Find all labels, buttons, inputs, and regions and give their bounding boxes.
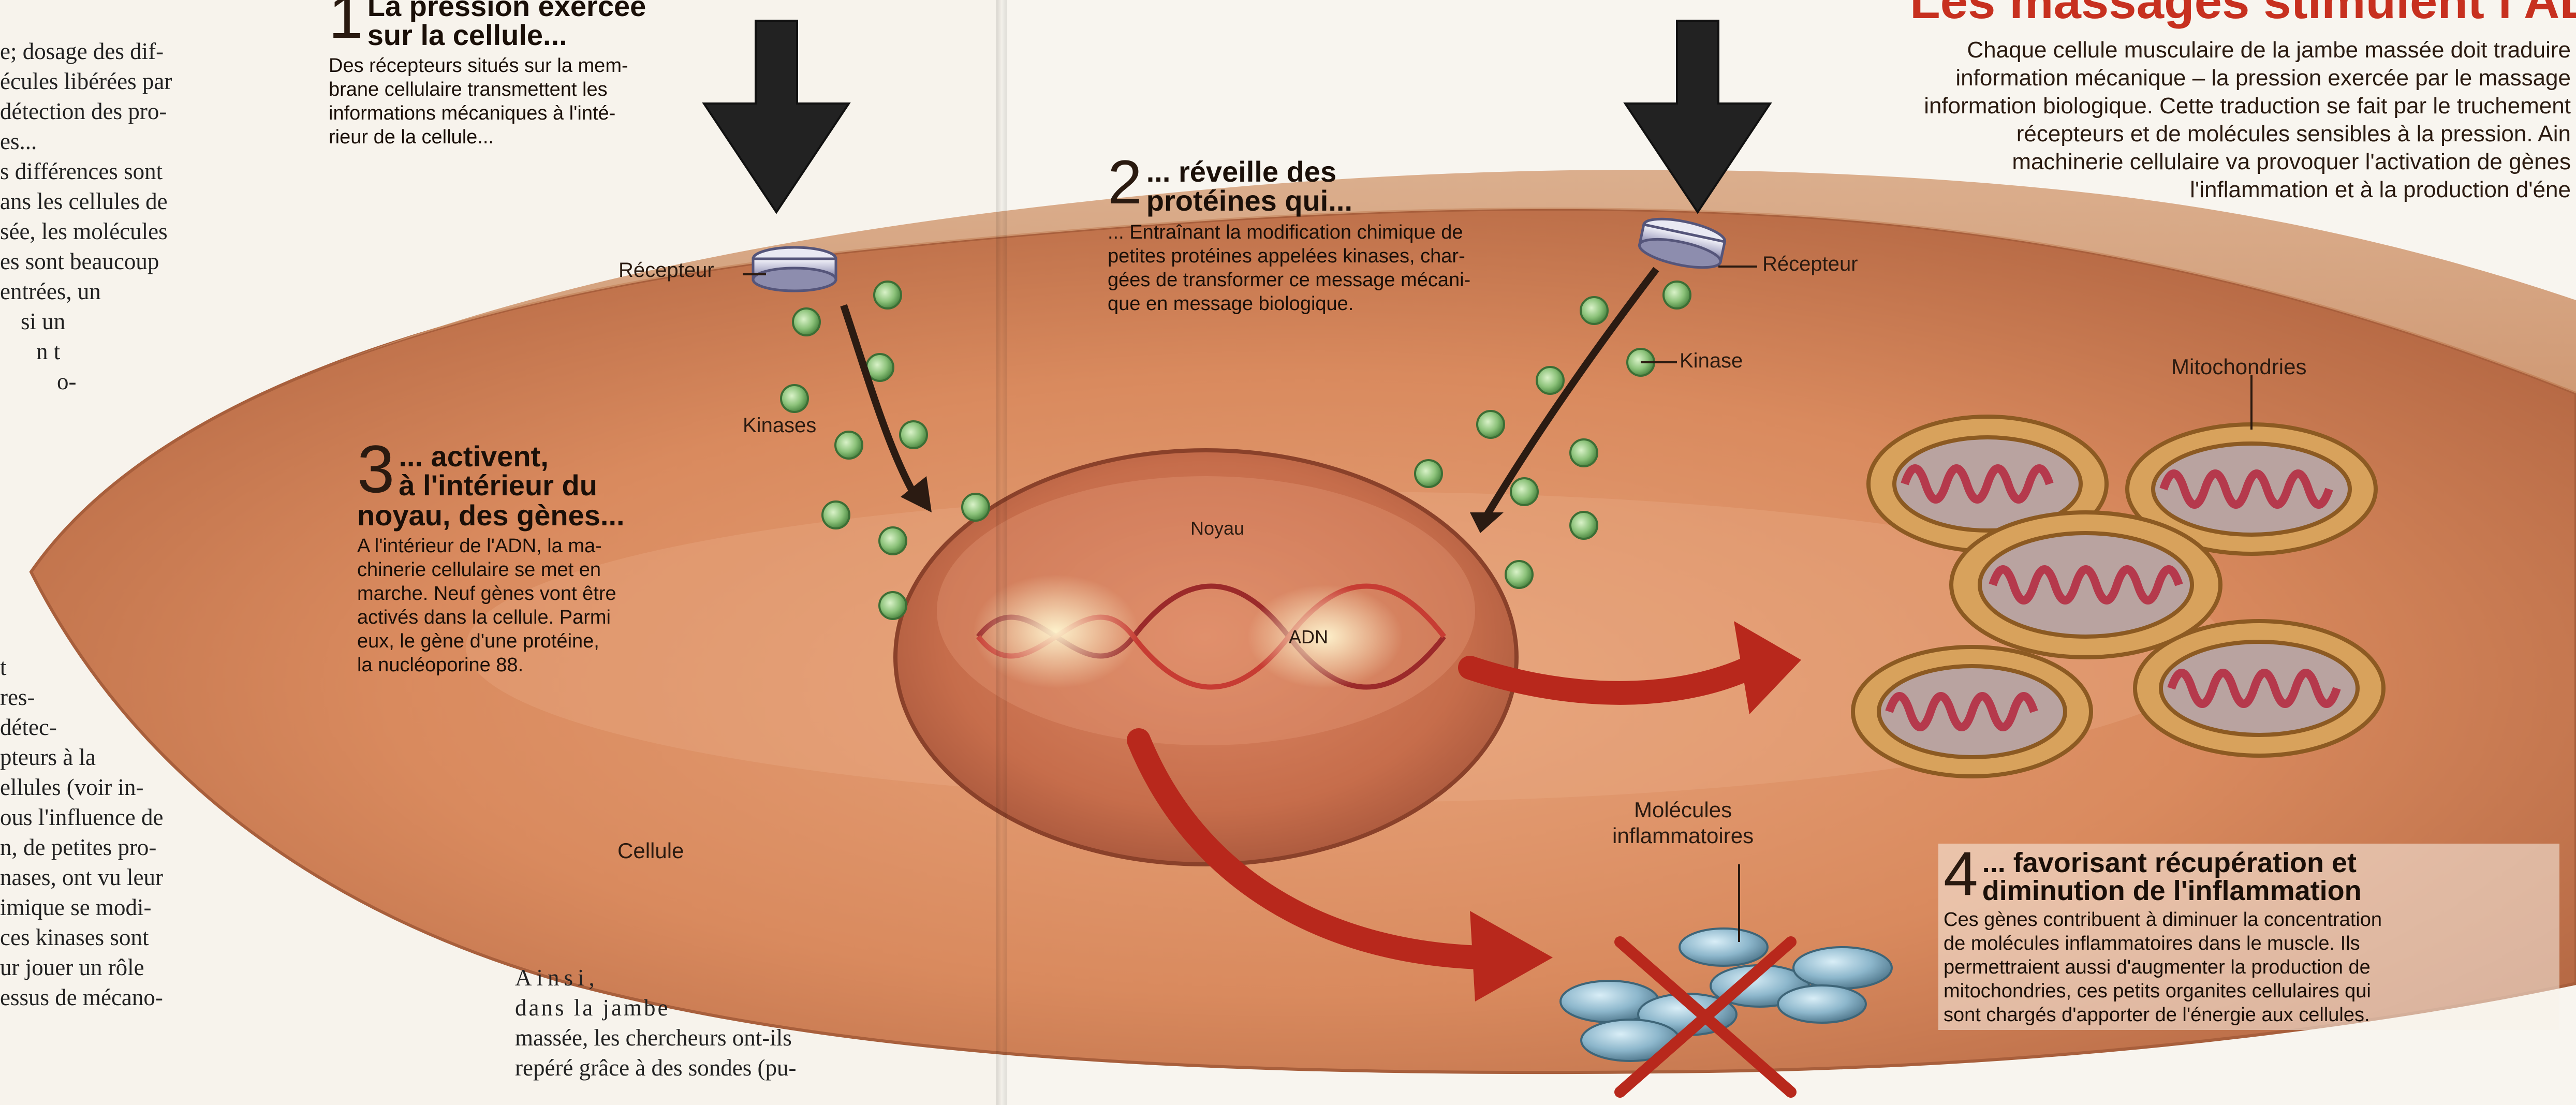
left-line: détection des pro- [0, 96, 238, 126]
step-body-line: mitochondries, ces petits organites cell… [1944, 979, 2554, 1003]
step-title-line: sur la cellule... [367, 21, 646, 50]
label-line: inflammatoires [1612, 823, 1754, 849]
left-line: si un [0, 306, 238, 336]
page-heading: Les massages stimulent l'ADN [1910, 0, 2576, 30]
step-1: 1 La pression exercée sur la cellule... … [329, 0, 722, 149]
step-body-line: chinerie cellulaire se met en [357, 558, 688, 582]
step-body-line: A l'intérieur de l'ADN, la ma- [357, 534, 688, 558]
step-3: 3 ... activent, à l'intérieur du noyau, … [357, 440, 688, 677]
left-line: es sont beaucoup [0, 246, 238, 276]
left-line: ur jouer un rôle [0, 952, 238, 982]
label-kinases: Kinases [743, 414, 816, 437]
intro-line: récepteurs et de molécules sensibles à l… [1794, 120, 2571, 148]
left-column-text-lower: t res- détec- pteurs à la ellules (voir … [0, 652, 238, 1012]
left-line: e; dosage des dif- [0, 36, 238, 66]
pressure-arrow-left [704, 21, 849, 212]
bottom-paragraph: Ainsi, dans la jambe massée, les cherche… [481, 963, 844, 1083]
step-body-line: eux, le gène d'une protéine, [357, 629, 688, 653]
left-column-text: e; dosage des dif- écules libérées par d… [0, 36, 238, 396]
step-title-line: à l'intérieur du [399, 471, 597, 500]
label-molecules: Molécules inflammatoires [1612, 797, 1754, 849]
left-line: écules libérées par [0, 66, 238, 96]
step-body-line: rieur de la cellule... [329, 125, 722, 149]
left-line: ellules (voir in- [0, 772, 238, 802]
left-line: nases, ont vu leur [0, 862, 238, 892]
left-line: ous l'influence de [0, 802, 238, 832]
left-line: o- [0, 366, 238, 396]
step-number: 2 [1108, 155, 1142, 209]
step-4: 4 ... favorisant récupération et diminut… [1938, 844, 2559, 1030]
left-line: entrées, un [0, 276, 238, 306]
left-line: pteurs à la [0, 742, 238, 772]
step-title-line: noyau, des gènes... [357, 500, 688, 531]
left-line: n t [0, 336, 238, 366]
label-recepteur-right: Récepteur [1762, 253, 1858, 276]
step-body-line: ... Entraînant la modification chimique … [1108, 220, 1573, 244]
receptor-left [753, 247, 836, 291]
step-title-line: La pression exercée [367, 0, 646, 21]
bottom-line: massée, les chercheurs ont-ils [481, 1023, 844, 1053]
bottom-line: dans la jambe [481, 993, 844, 1023]
step-2: 2 ... réveille des protéines qui... ... … [1108, 155, 1573, 316]
label-noyau: Noyau [1190, 518, 1244, 539]
label-cellule: Cellule [617, 838, 684, 863]
intro-paragraph: Chaque cellule musculaire de la jambe ma… [1794, 36, 2571, 204]
label-kinase: Kinase [1680, 349, 1743, 373]
left-line: es... [0, 126, 238, 156]
step-body-line: marche. Neuf gènes vont être [357, 582, 688, 606]
left-line: t [0, 652, 238, 682]
left-line: n, de petites pro- [0, 832, 238, 862]
step-body-line: informations mécaniques à l'inté- [329, 101, 722, 125]
step-body-line: permettraient aussi d'augmenter la produ… [1944, 955, 2554, 979]
step-number: 1 [329, 0, 363, 43]
step-title-line: protéines qui... [1146, 186, 1352, 215]
intro-line: information biologique. Cette traduction… [1794, 92, 2571, 120]
step-body-line: gées de transformer ce message mécani- [1108, 268, 1573, 292]
step-body-line: de molécules inflammatoires dans le musc… [1944, 932, 2554, 955]
intro-line: machinerie cellulaire va provoquer l'act… [1794, 148, 2571, 176]
intro-line: Chaque cellule musculaire de la jambe ma… [1794, 36, 2571, 64]
step-body-line: la nucléoporine 88. [357, 653, 688, 677]
step-body-line: activés dans la cellule. Parmi [357, 606, 688, 629]
step-body-line: que en message biologique. [1108, 292, 1573, 316]
left-line: essus de mécano- [0, 982, 238, 1012]
step-title-line: ... activent, [399, 442, 597, 471]
bottom-line: repéré grâce à des sondes (pu- [481, 1053, 844, 1083]
left-line: détec- [0, 712, 238, 742]
intro-line: l'inflammation et à la production d'éne [1794, 176, 2571, 204]
left-line: ans les cellules de [0, 186, 238, 216]
step-title-line: ... réveille des [1146, 157, 1352, 186]
bottom-line: Ainsi, [481, 963, 844, 993]
step-body-line: Ces gènes contribuent à diminuer la conc… [1944, 908, 2554, 932]
left-line: res- [0, 682, 238, 712]
label-mitochondries: Mitochondries [2171, 355, 2306, 379]
step-number: 3 [357, 440, 394, 498]
label-recepteur-left: Récepteur [619, 259, 714, 282]
left-line: s différences sont [0, 156, 238, 186]
step-body-line: brane cellulaire transmettent les [329, 78, 722, 101]
step-title-line: diminution de l'inflammation [1982, 877, 2362, 905]
step-body-line: petites protéines appelées kinases, char… [1108, 244, 1573, 268]
left-line: imique se modi- [0, 892, 238, 922]
step-number: 4 [1944, 847, 1978, 901]
step-title-line: ... favorisant récupération et [1982, 849, 2362, 877]
label-adn: ADN [1289, 626, 1328, 648]
left-line: sée, les molécules [0, 216, 238, 246]
step-body-line: Des récepteurs situés sur la mem- [329, 54, 722, 78]
left-line: ces kinases sont [0, 922, 238, 952]
step-body-line: sont chargés d'apporter de l'énergie aux… [1944, 1003, 2554, 1027]
intro-line: information mécanique – la pression exer… [1794, 64, 2571, 92]
page-gutter [996, 0, 1007, 1105]
label-line: Molécules [1612, 797, 1754, 823]
